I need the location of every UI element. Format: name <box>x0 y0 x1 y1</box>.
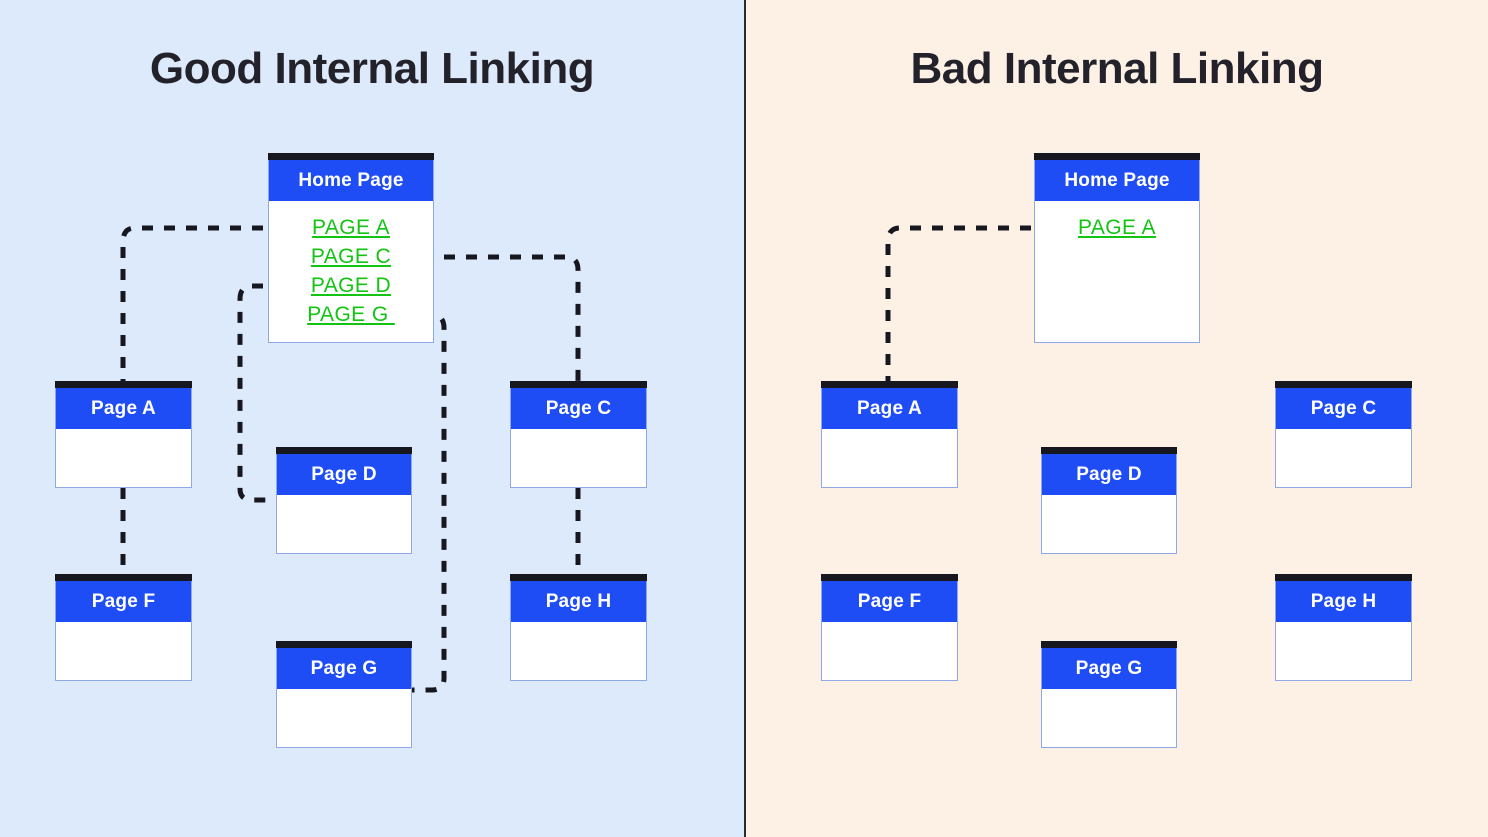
bad-card-page-d[interactable]: Page D <box>1041 447 1177 554</box>
card-body <box>277 495 411 553</box>
card-topbar <box>1041 447 1177 454</box>
good-card-page-h[interactable]: Page H <box>510 574 647 681</box>
card-topbar <box>1034 153 1200 160</box>
card-body <box>277 689 411 747</box>
bad-card-page-g[interactable]: Page G <box>1041 641 1177 748</box>
card-body <box>56 429 191 487</box>
card-body <box>1276 429 1411 487</box>
good-card-page-f[interactable]: Page F <box>55 574 192 681</box>
good-card-page-c-title: Page C <box>511 388 646 429</box>
bad-linking-panel: Bad Internal Linking Home Page PAGE A Pa… <box>746 0 1488 837</box>
good-card-page-c[interactable]: Page C <box>510 381 647 488</box>
home-link-page-a[interactable]: PAGE A <box>1078 216 1156 239</box>
home-link-page-d[interactable]: PAGE D <box>310 274 392 297</box>
bad-card-page-f[interactable]: Page F <box>821 574 958 681</box>
card-topbar <box>821 381 958 388</box>
card-body <box>822 429 957 487</box>
card-topbar <box>510 381 647 388</box>
bad-card-page-h[interactable]: Page H <box>1275 574 1412 681</box>
good-card-home-page-title: Home Page <box>269 160 433 201</box>
good-card-page-g-title: Page G <box>277 648 411 689</box>
good-linking-panel: Good Internal Linking Home Page <box>0 0 744 837</box>
good-card-home-page[interactable]: Home Page PAGE A PAGE C PAGE D PAGE G <box>268 153 434 343</box>
card-topbar <box>276 641 412 648</box>
bad-card-page-f-title: Page F <box>822 581 957 622</box>
connector-home-to-page-a <box>885 225 1053 382</box>
panel-divider <box>744 0 746 837</box>
card-body <box>511 429 646 487</box>
bad-card-page-g-title: Page G <box>1042 648 1176 689</box>
card-topbar <box>1275 574 1412 581</box>
bad-card-page-a-title: Page A <box>822 388 957 429</box>
home-link-page-a[interactable]: PAGE A <box>312 216 390 239</box>
good-panel-title: Good Internal Linking <box>149 44 595 93</box>
bad-card-home-page-title: Home Page <box>1035 160 1199 201</box>
good-card-page-f-title: Page F <box>56 581 191 622</box>
card-body <box>1042 495 1176 553</box>
card-topbar <box>276 447 412 454</box>
card-topbar <box>1041 641 1177 648</box>
bad-home-page-link-list: PAGE A <box>1035 201 1199 242</box>
bad-card-page-h-title: Page H <box>1276 581 1411 622</box>
connector-home-to-page-a <box>120 225 285 382</box>
card-body <box>56 622 191 680</box>
home-link-page-c[interactable]: PAGE C <box>310 245 392 268</box>
home-link-page-g[interactable]: PAGE G <box>307 303 395 326</box>
card-topbar <box>821 574 958 581</box>
bad-card-page-d-title: Page D <box>1042 454 1176 495</box>
card-topbar <box>55 574 192 581</box>
good-card-page-a-title: Page A <box>56 388 191 429</box>
bad-card-home-page[interactable]: Home Page PAGE A <box>1034 153 1200 343</box>
card-topbar <box>1275 381 1412 388</box>
good-card-page-g[interactable]: Page G <box>276 641 412 748</box>
card-body <box>1276 622 1411 680</box>
card-body <box>822 622 957 680</box>
card-topbar <box>510 574 647 581</box>
bad-card-page-c-title: Page C <box>1276 388 1411 429</box>
good-card-page-h-title: Page H <box>511 581 646 622</box>
good-card-page-d-title: Page D <box>277 454 411 495</box>
card-topbar <box>55 381 192 388</box>
card-body <box>1042 689 1176 747</box>
card-body <box>511 622 646 680</box>
bad-panel-title: Bad Internal Linking <box>910 44 1324 93</box>
good-card-page-d[interactable]: Page D <box>276 447 412 554</box>
bad-card-page-a[interactable]: Page A <box>821 381 958 488</box>
card-topbar <box>268 153 434 160</box>
good-card-page-a[interactable]: Page A <box>55 381 192 488</box>
bad-card-page-c[interactable]: Page C <box>1275 381 1412 488</box>
good-home-page-link-list: PAGE A PAGE C PAGE D PAGE G <box>269 201 433 329</box>
